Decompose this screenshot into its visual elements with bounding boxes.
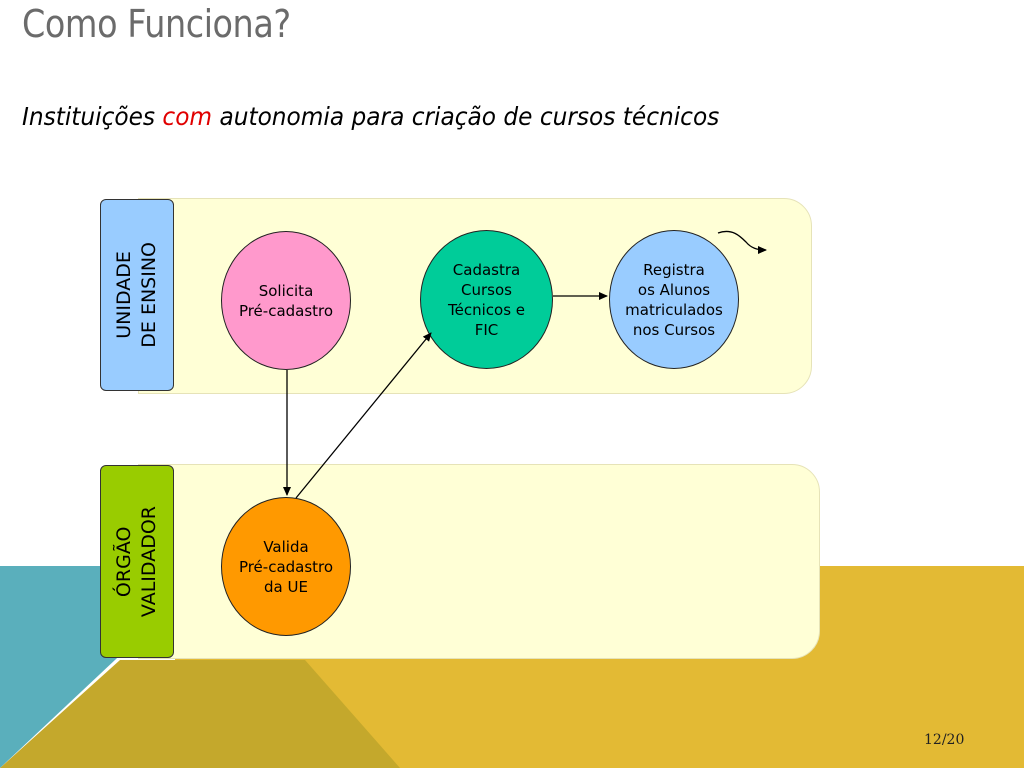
subtitle-accent: com bbox=[162, 102, 213, 131]
node-solicita-pre-cadastro: Solicita Pré-cadastro bbox=[221, 231, 351, 370]
bg-teal-overlay bbox=[0, 566, 110, 670]
lane-label-orgao-validador: ÓRGÃO VALIDADOR bbox=[100, 465, 174, 658]
lane-label-unidade-text: UNIDADE DE ENSINO bbox=[113, 242, 160, 348]
subtitle-end: autonomia para criação de cursos técnico… bbox=[212, 102, 720, 131]
page-subtitle: Instituições com autonomia para criação … bbox=[22, 102, 719, 131]
page-title: Como Funciona? bbox=[22, 2, 291, 46]
lane-label-unidade-ensino: UNIDADE DE ENSINO bbox=[100, 199, 174, 391]
subtitle-start: Instituições bbox=[22, 102, 163, 131]
page-number: 12/20 bbox=[924, 732, 965, 748]
node-valida-label: Valida Pré-cadastro da UE bbox=[238, 537, 334, 596]
node-registra-label: Registra os Alunos matriculados nos Curs… bbox=[625, 260, 723, 339]
node-cadastra-cursos: Cadastra Cursos Técnicos e FIC bbox=[420, 230, 553, 369]
lane-label-orgao-text: ÓRGÃO VALIDADOR bbox=[113, 505, 160, 618]
bg-olive-shape bbox=[0, 660, 400, 768]
node-registra-alunos: Registra os Alunos matriculados nos Curs… bbox=[609, 230, 739, 369]
node-valida-pre-cadastro: Valida Pré-cadastro da UE bbox=[221, 497, 351, 636]
node-cadastra-label: Cadastra Cursos Técnicos e FIC bbox=[448, 260, 525, 339]
node-solicita-label: Solicita Pré-cadastro bbox=[238, 281, 334, 320]
